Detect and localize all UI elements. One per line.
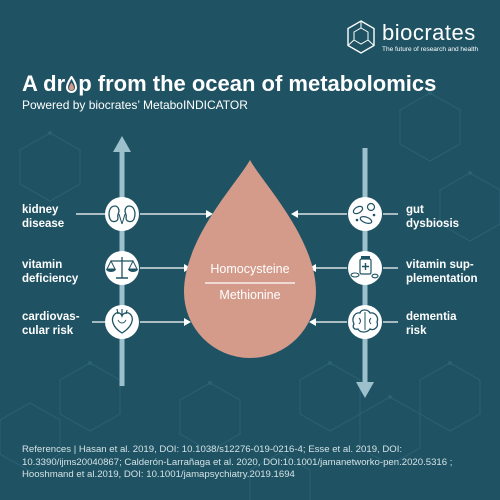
page-title: A dr p from the ocean of metabolomics	[22, 70, 436, 98]
label-gut-dysbiosis: gut dysbiosis	[406, 203, 459, 231]
references: References | Hasan et al. 2019, DOI: 10.…	[22, 444, 453, 480]
label-vitamin-supplementation: vitamin sup- plementation	[406, 258, 478, 286]
label-vitamin-deficiency: vitamin deficiency	[22, 258, 78, 286]
label-line-2: plementation	[406, 273, 478, 285]
brain-icon	[348, 305, 382, 339]
label-kidney-disease: kidney disease	[22, 203, 64, 231]
subtitle: Powered by biocrates’ MetaboINDICATOR	[22, 98, 248, 112]
title-part-1: A dr	[22, 71, 66, 96]
bacteria-icon	[348, 197, 382, 231]
label-line-2: deficiency	[22, 273, 79, 285]
drop-label-top: Homocysteine	[210, 262, 290, 276]
scales-icon	[105, 251, 139, 285]
drop-label-bottom: Methionine	[219, 288, 281, 302]
hexagon-logo-icon	[347, 20, 375, 54]
right-connectors	[298, 213, 398, 323]
title-part-2: p from the ocean of metabolomics	[78, 71, 437, 96]
drop-letter-icon	[66, 76, 78, 93]
label-line-2: risk	[406, 325, 427, 337]
left-connectors	[76, 213, 206, 323]
brand-tagline: The future of research and health	[382, 46, 479, 53]
kidneys-icon	[105, 197, 139, 231]
label-line-1: gut	[406, 204, 424, 216]
label-line-1: vitamin	[22, 259, 63, 271]
label-line-2: disease	[22, 218, 65, 230]
label-line-1: vitamin sup-	[406, 259, 474, 271]
label-cardiovascular-risk: cardiovas- cular risk	[22, 310, 80, 338]
label-line-2: dysbiosis	[406, 218, 460, 230]
label-line-1: dementia	[406, 311, 457, 323]
label-dementia-risk: dementia risk	[406, 310, 457, 338]
label-line-1: cardiovas-	[22, 311, 80, 323]
label-line-2: cular risk	[22, 325, 74, 337]
heart-icon	[105, 305, 139, 339]
label-line-1: kidney	[22, 204, 59, 216]
biocrates-logo: biocrates The future of research and hea…	[346, 18, 486, 58]
metabolite-drop	[184, 160, 316, 358]
pills-icon	[348, 251, 382, 285]
brand-name: biocrates	[382, 20, 476, 45]
